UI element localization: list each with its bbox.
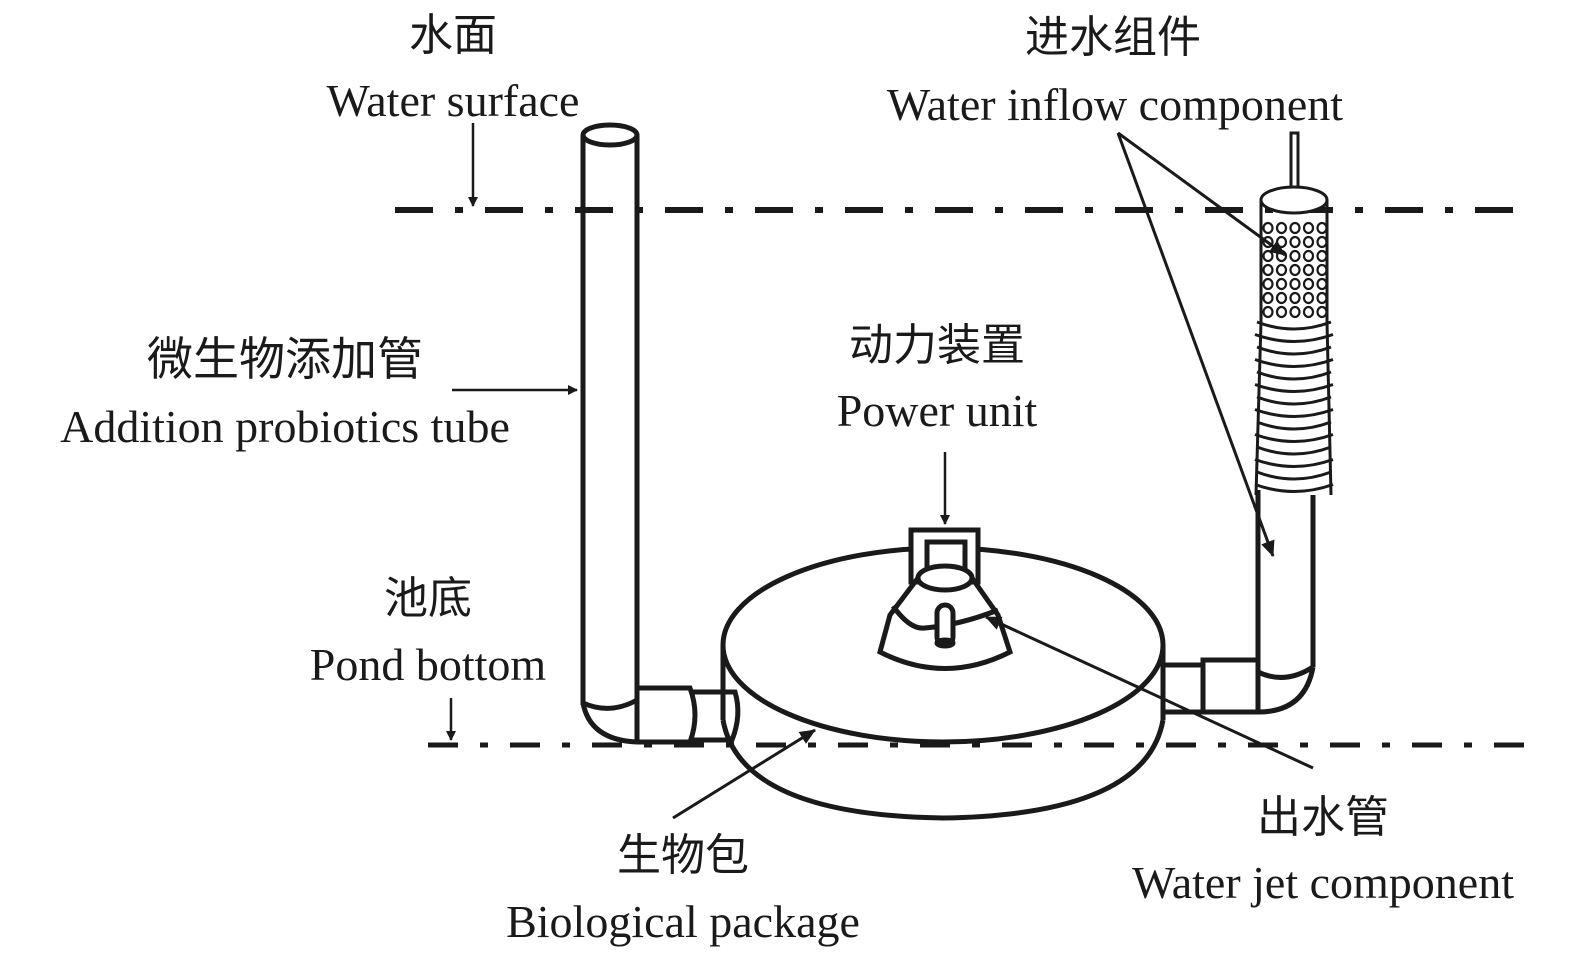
strainer-hole xyxy=(1262,263,1274,277)
strainer-hole xyxy=(1275,235,1288,249)
hose-ring xyxy=(1256,370,1332,381)
strainer-hole xyxy=(1316,291,1328,305)
pond-bottom-label-en: Pond bottom xyxy=(310,639,547,690)
hose-ring xyxy=(1256,345,1332,356)
hose-outline xyxy=(1254,321,1333,496)
strainer-hole xyxy=(1262,221,1274,235)
strainer-hole xyxy=(1275,277,1288,291)
strainer-hole xyxy=(1275,263,1288,277)
water-inflow-component xyxy=(1254,131,1334,496)
water-jet-label-zh: 出水管 xyxy=(1257,792,1389,843)
hose-ring xyxy=(1254,433,1334,443)
strainer-hole xyxy=(1302,291,1315,305)
hose-ring xyxy=(1254,383,1334,393)
strainer-hole xyxy=(1289,305,1301,319)
water-inflow-label-en: Water inflow component xyxy=(887,79,1343,130)
strainer-hole xyxy=(1302,305,1315,319)
strainer-hole xyxy=(1262,277,1274,291)
strainer-hole xyxy=(1262,249,1274,263)
bio-package-label-zh: 生物包 xyxy=(617,830,749,881)
water-surface-label-zh: 水面 xyxy=(409,10,497,61)
strainer-hole xyxy=(1302,221,1315,235)
corrugated-hose xyxy=(1254,320,1334,496)
inflow-arrow-strainer xyxy=(1117,131,1286,257)
strainer-hole xyxy=(1316,249,1328,263)
strainer-hole xyxy=(1316,221,1328,235)
hose-ring xyxy=(1254,483,1334,493)
strainer-hole xyxy=(1275,291,1288,305)
hose-ring xyxy=(1256,420,1332,431)
hose-ring xyxy=(1254,458,1334,468)
strainer-hole xyxy=(1302,235,1315,249)
strainer-hole xyxy=(1275,305,1288,319)
strainer-hole xyxy=(1289,235,1301,249)
strainer-hole xyxy=(1262,305,1274,319)
strainer-hole xyxy=(1316,263,1328,277)
hose-ring xyxy=(1254,358,1334,368)
water-jet-arrow xyxy=(985,615,1314,770)
water-inflow-label-zh: 进水组件 xyxy=(1025,12,1201,63)
strainer-hole xyxy=(1302,249,1315,263)
hose-ring xyxy=(1254,333,1334,343)
strainer-hole xyxy=(1289,291,1301,305)
hose-ring xyxy=(1256,320,1332,331)
probiotics-tube-label-zh: 微生物添加管 xyxy=(147,332,423,386)
probiotics-tube xyxy=(580,122,741,745)
bio-package-label-en: Biological package xyxy=(506,896,860,947)
hose-ring xyxy=(1256,395,1332,406)
hose-ring xyxy=(1256,445,1332,456)
strainer-hole xyxy=(1316,305,1328,319)
water-surface-label-en: Water surface xyxy=(327,75,580,126)
power-unit-label-zh: 动力装置 xyxy=(849,320,1025,371)
hose-ring xyxy=(1254,408,1334,418)
bio-package-arrow xyxy=(672,728,816,820)
water-jet-component xyxy=(1163,490,1316,715)
strainer-hole xyxy=(1275,221,1288,235)
strainer-hole xyxy=(1289,221,1301,235)
hose-ring xyxy=(1256,470,1332,481)
strainer-hole xyxy=(1289,263,1301,277)
strainer-hole xyxy=(1289,277,1301,291)
strainer-hole xyxy=(1316,235,1328,249)
power-unit-label-en: Power unit xyxy=(837,385,1038,436)
strainer-hole xyxy=(1302,277,1315,291)
strainer-hole xyxy=(1302,263,1315,277)
strainer-holes xyxy=(1262,221,1328,319)
strainer-hole xyxy=(1316,277,1328,291)
power-unit xyxy=(877,527,1014,671)
strainer-hole xyxy=(1262,291,1274,305)
inflow-arrow-pipe xyxy=(1116,132,1275,557)
strainer-hole xyxy=(1289,249,1301,263)
probiotics-tube-label-en: Addition probiotics tube xyxy=(60,401,510,452)
water-jet-label-en: Water jet component xyxy=(1132,857,1514,908)
pond-bottom-label-zh: 池底 xyxy=(384,573,472,624)
